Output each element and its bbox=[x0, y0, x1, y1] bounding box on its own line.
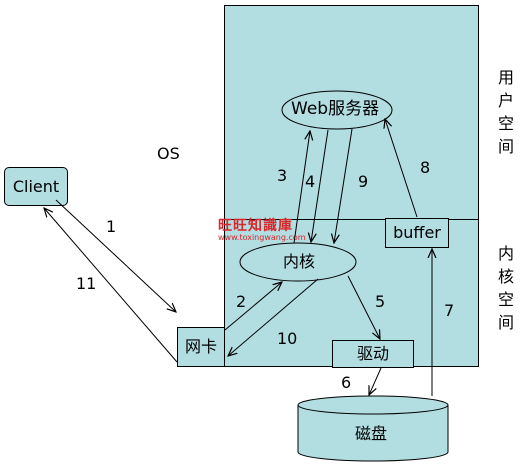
arrow-5 bbox=[347, 275, 380, 339]
web-server-ellipse bbox=[281, 90, 393, 130]
step-8-label: 8 bbox=[420, 158, 431, 177]
nic-label: 网卡 bbox=[184, 337, 217, 356]
driver-label: 驱动 bbox=[356, 344, 389, 363]
step-5-label: 5 bbox=[375, 292, 386, 311]
user-space-label: 用户空间 bbox=[497, 68, 514, 156]
disk-label: 磁盘 bbox=[355, 424, 388, 443]
watermark-url: www.toxingwang.com bbox=[218, 233, 306, 242]
kernel-space-label: 内核空间 bbox=[497, 244, 514, 332]
arrow-9 bbox=[334, 128, 353, 243]
step-3-label: 3 bbox=[277, 166, 288, 185]
os-label: OS bbox=[157, 144, 180, 163]
disk-cylinder bbox=[297, 395, 449, 462]
arrow-11 bbox=[44, 208, 178, 363]
step-2-label: 2 bbox=[236, 292, 247, 311]
kernel-ellipse bbox=[239, 242, 357, 282]
watermark-logo: 旺旺知識庫 www.toxingwang.com bbox=[218, 219, 308, 243]
arrow-10 bbox=[228, 278, 319, 356]
client-box: Client bbox=[4, 167, 68, 206]
step-9-label: 9 bbox=[358, 172, 369, 191]
step-6-label: 6 bbox=[341, 373, 352, 392]
arrow-2 bbox=[224, 282, 282, 331]
buffer-label: buffer bbox=[393, 223, 441, 242]
driver-box: 驱动 bbox=[332, 340, 414, 368]
web-server-label: Web服务器 bbox=[291, 99, 380, 119]
arrow-8 bbox=[385, 119, 418, 218]
buffer-box: buffer bbox=[385, 218, 449, 248]
arrow-6 bbox=[369, 367, 382, 395]
client-label: Client bbox=[12, 176, 60, 196]
step-1-label: 1 bbox=[106, 217, 117, 236]
arrow-4 bbox=[311, 129, 329, 242]
step-7-label: 7 bbox=[444, 301, 455, 320]
watermark-title: 旺旺知識庫 bbox=[218, 218, 293, 234]
arrow-1 bbox=[55, 199, 176, 312]
step-10-label: 10 bbox=[277, 329, 298, 348]
arrow-3 bbox=[293, 131, 310, 244]
step-4-label: 4 bbox=[305, 172, 316, 191]
nic-box: 网卡 bbox=[177, 327, 225, 367]
step-11-label: 11 bbox=[76, 274, 97, 293]
kernel-label: 内核 bbox=[283, 252, 316, 271]
